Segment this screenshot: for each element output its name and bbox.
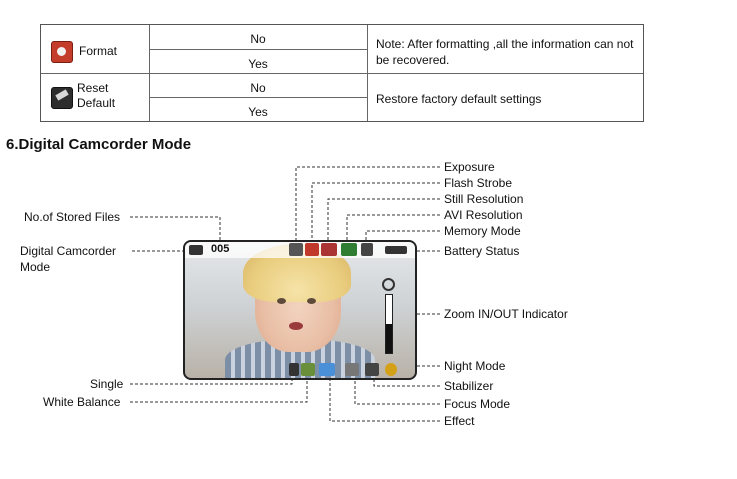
label-battery-status: Battery Status [444,244,520,258]
format-option-no[interactable]: No [250,32,266,46]
format-note: Note: After formatting ,all the informat… [376,37,634,67]
label-stabilizer: Stabilizer [444,379,494,393]
reset-note: Restore factory default settings [376,92,542,106]
label-camcorder-mode-line1: Digital Camcorder [20,244,117,258]
format-icon [51,41,73,63]
label-night-mode: Night Mode [444,359,506,373]
format-option-yes[interactable]: Yes [248,57,268,71]
avi-resolution-icon [341,243,357,256]
flash-strobe-icon [305,243,319,256]
single-icon [289,363,299,376]
settings-table: Format No Yes Note: After formatting ,al… [40,24,644,122]
label-single: Single [90,377,124,391]
reset-option-yes[interactable]: Yes [248,105,268,119]
stabilizer-icon [365,363,379,376]
preview-eye-right [307,298,316,304]
label-exposure: Exposure [444,160,495,174]
zoom-indicator-bar [385,294,393,354]
label-zoom-indicator: Zoom IN/OUT Indicator [444,307,568,321]
still-resolution-icon [321,243,337,256]
label-camcorder-mode-line2: Mode [20,260,51,274]
reset-icon [51,87,73,109]
label-stored-files: No.of Stored Files [24,210,121,224]
exposure-icon [289,243,303,256]
camcorder-mode-icon [189,245,203,255]
label-white-balance: White Balance [43,395,121,409]
label-focus-mode: Focus Mode [444,397,511,411]
reset-option-no[interactable]: No [250,81,266,95]
label-flash-strobe: Flash Strobe [444,176,513,190]
preview-mouth [289,322,303,330]
label-still-resolution: Still Resolution [444,192,524,206]
label-memory-mode: Memory Mode [444,224,521,238]
battery-icon [385,246,407,254]
preview-eye-left [277,298,286,304]
stored-files-count: 005 [211,243,230,255]
camcorder-screen: 005 [183,240,417,380]
effect-icon [319,363,335,376]
focus-mode-icon [345,363,359,376]
section-heading: 6.Digital Camcorder Mode [6,136,192,153]
reset-label-line1: Reset [77,81,109,95]
format-label: Format [79,44,118,58]
label-avi-resolution: AVI Resolution [444,208,523,222]
zoom-icon [382,278,395,291]
white-balance-icon [301,363,315,376]
zoom-indicator-fill [386,324,392,353]
night-mode-icon [385,363,397,376]
reset-label-line2: Default [77,96,116,110]
memory-mode-icon [361,243,373,256]
label-effect: Effect [444,414,475,428]
